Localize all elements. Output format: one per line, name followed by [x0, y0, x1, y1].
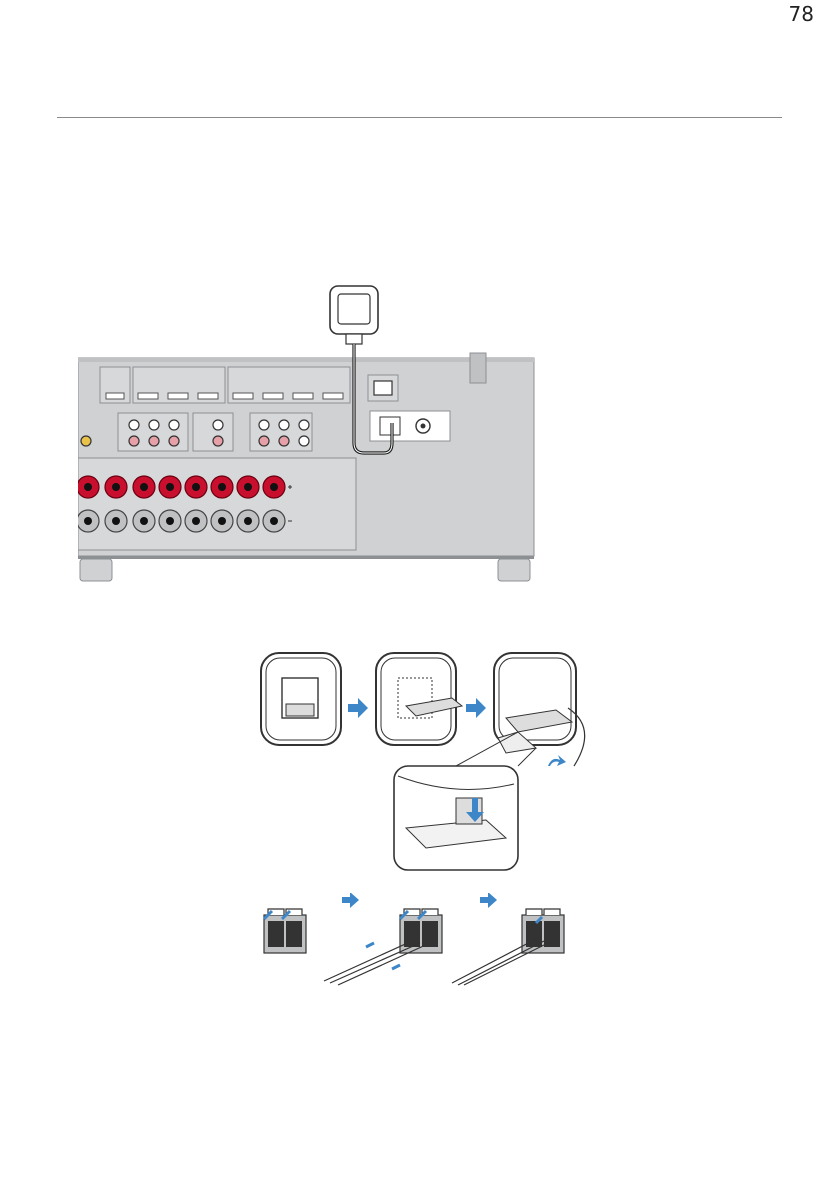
receiver-rear-panel-figure	[78, 283, 538, 588]
curved-arrow-icon	[548, 755, 566, 766]
antenna-assembly-figure	[256, 648, 596, 873]
header-rule	[57, 117, 782, 118]
antenna-unfolding-icon	[376, 653, 462, 745]
spring-terminal-icon	[264, 909, 306, 953]
wire-connection-figure	[250, 893, 580, 988]
antenna-standing-icon	[494, 653, 585, 766]
page-number: 78	[789, 2, 814, 26]
right-arrow-icon	[342, 893, 359, 908]
antenna-detail-zoom	[394, 766, 518, 870]
antenna-folded-icon	[261, 653, 341, 745]
spring-terminal-connected-icon	[452, 909, 564, 985]
right-arrow-icon	[466, 698, 486, 718]
am-antenna-icon	[330, 286, 378, 344]
right-arrow-icon	[480, 893, 497, 908]
spring-terminal-wires-inserting-icon	[324, 909, 442, 985]
speaker-terminals-panel	[78, 458, 356, 550]
right-arrow-icon	[348, 698, 368, 718]
